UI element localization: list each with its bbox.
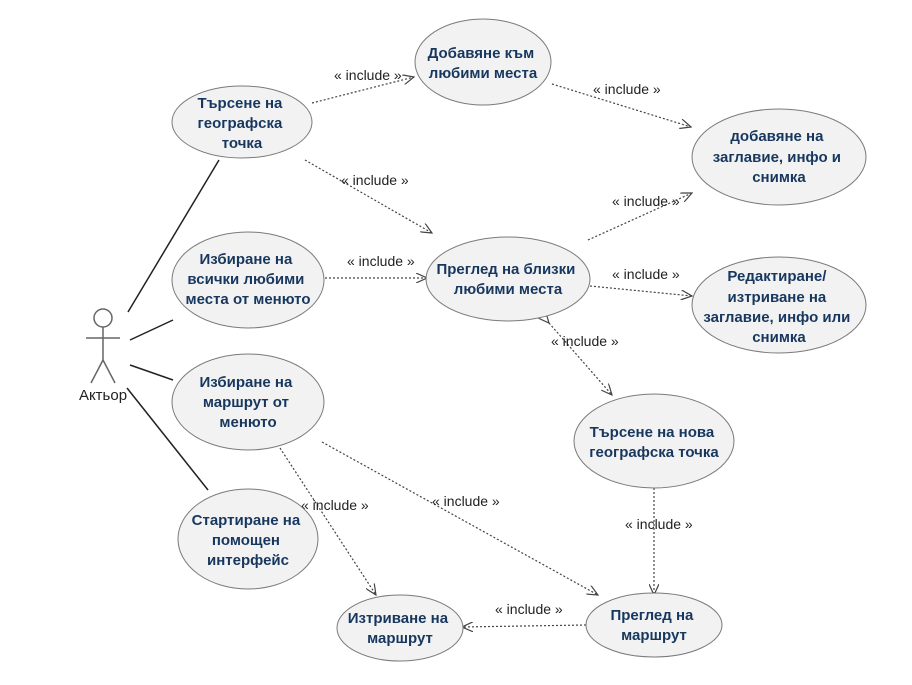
svg-text:добавяне на заглавие, ин: добавяне на заглавие, инфо и снимка <box>713 128 845 186</box>
include-label: « include » <box>334 67 402 83</box>
include-label: « include » <box>432 493 500 509</box>
include-relationships <box>279 77 692 627</box>
svg-text:Стартиране на помощен: Стартиране на помощен интерфейс <box>192 512 305 569</box>
use-case-label-line: маршрут <box>621 627 687 644</box>
include-line-route-menu-to-view <box>321 441 598 595</box>
use-case-label-line: места от менюто <box>186 291 311 308</box>
use-case-choose-route-menu: Избиране на маршрут от менюто <box>171 353 325 451</box>
use-case-label-line: Изтриване на <box>348 610 449 627</box>
use-case-label-line: снимка <box>752 329 806 346</box>
actor-head <box>93 308 113 328</box>
include-line-view-to-delete <box>462 625 587 627</box>
include-line-add-fav-to-title <box>551 83 691 127</box>
association-start-help <box>126 387 209 491</box>
svg-text:Добавяне към любими мест: Добавяне към любими места <box>428 45 539 82</box>
actor-label: Актьор <box>79 387 127 404</box>
use-case-label-line: любими места <box>429 65 538 82</box>
actor-right-leg <box>102 359 116 384</box>
include-labels: « include » « include » « include » « in… <box>301 67 693 617</box>
svg-text:Избиране на маршрут от: Избиране на маршрут от менюто <box>200 374 297 431</box>
include-line-search-to-add-fav <box>311 77 414 104</box>
include-label: « include » <box>625 516 693 532</box>
use-case-delete-route: Изтриване на маршрут <box>336 594 464 662</box>
use-case-label-line: Преглед на <box>610 607 694 624</box>
use-case-label-line: Стартиране на <box>192 512 301 529</box>
use-case-start-help: Стартиране на помощен интерфейс <box>177 488 319 590</box>
actor: Актьор <box>79 308 127 404</box>
use-case-label-line: маршрут от <box>203 394 289 411</box>
use-case-label-line: Избиране на <box>200 374 293 391</box>
use-case-search-geo: Търсене на географска точка <box>171 85 313 159</box>
use-case-label-line: снимка <box>752 169 806 186</box>
use-case-search-new-geo: Търсене на нова географска точка <box>573 393 735 489</box>
use-case-label-line: точка <box>222 135 263 152</box>
svg-text:Преглед на близки любими: Преглед на близки любими места <box>436 261 579 298</box>
include-label: « include » <box>551 333 619 349</box>
use-case-add-fav: Добавяне към любими места <box>414 18 552 106</box>
use-case-label-line: Търсене на <box>197 95 283 112</box>
use-case-label-line: географска <box>198 115 283 132</box>
use-case-choose-fav-menu: Избиране на всички любими места от менют… <box>171 231 325 329</box>
use-case-add-title: добавяне на заглавие, инфо и снимка <box>691 108 867 206</box>
include-label: « include » <box>593 81 661 97</box>
use-case-label-line: Преглед на близки <box>436 261 575 278</box>
use-case-edit-delete: Редактиране/ изтриване на заглавие, инфо… <box>691 256 867 354</box>
svg-text:Избиране на всички любим: Избиране на всички любими места от менют… <box>186 251 311 308</box>
svg-text:Преглед на маршрут: Преглед на маршрут <box>610 607 697 644</box>
use-case-label-line: Избиране на <box>200 251 293 268</box>
association-search-geo <box>127 159 220 313</box>
svg-text:Изтриване на маршрут: Изтриване на маршрут <box>348 610 452 647</box>
association-choose-fav-menu <box>129 319 174 341</box>
use-case-label-line: Добавяне към <box>428 45 535 62</box>
include-label: « include » <box>612 266 680 282</box>
use-case-label-line: помощен <box>212 532 280 549</box>
use-case-view-nearby: Преглед на близки любими места <box>425 236 591 322</box>
include-label: « include » <box>341 172 409 188</box>
use-case-label-line: интерфейс <box>207 552 289 569</box>
svg-text:Търсене на географска: Търсене на географска точка <box>197 95 286 152</box>
use-case-view-route: Преглед на маршрут <box>585 592 723 658</box>
use-case-label-line: Редактиране/ <box>727 268 827 285</box>
include-label: « include » <box>495 601 563 617</box>
include-label: « include » <box>301 497 369 513</box>
actor-left-leg <box>90 359 104 384</box>
include-line-nearby-to-title <box>587 193 692 241</box>
use-case-label-line: географска точка <box>589 444 719 461</box>
svg-text:Търсене на нова географс: Търсене на нова географска точка <box>589 424 719 461</box>
use-case-label-line: менюто <box>219 414 276 431</box>
use-case-label-line: добавяне на <box>730 128 824 145</box>
use-case-label-line: заглавие, инфо и <box>713 149 841 166</box>
use-case-label-line: маршрут <box>367 630 433 647</box>
use-case-label-line: всички любими <box>187 271 304 288</box>
actor-associations <box>126 159 220 491</box>
svg-text:Редактиране/ изтриване н: Редактиране/ изтриване на заглавие, инфо… <box>703 268 854 346</box>
include-label: « include » <box>347 253 415 269</box>
include-line-search-to-nearby <box>304 159 432 233</box>
include-label: « include » <box>612 193 680 209</box>
use-case-label-line: заглавие, инфо или <box>703 309 850 326</box>
association-choose-route-menu <box>129 364 174 381</box>
include-line-nearby-to-edit <box>589 285 692 296</box>
use-case-label-line: Търсене на нова <box>590 424 715 441</box>
include-line-route-menu-to-delete <box>279 447 376 595</box>
use-case-label-line: изтриване на <box>728 289 827 306</box>
use-case-label-line: любими места <box>454 281 563 298</box>
